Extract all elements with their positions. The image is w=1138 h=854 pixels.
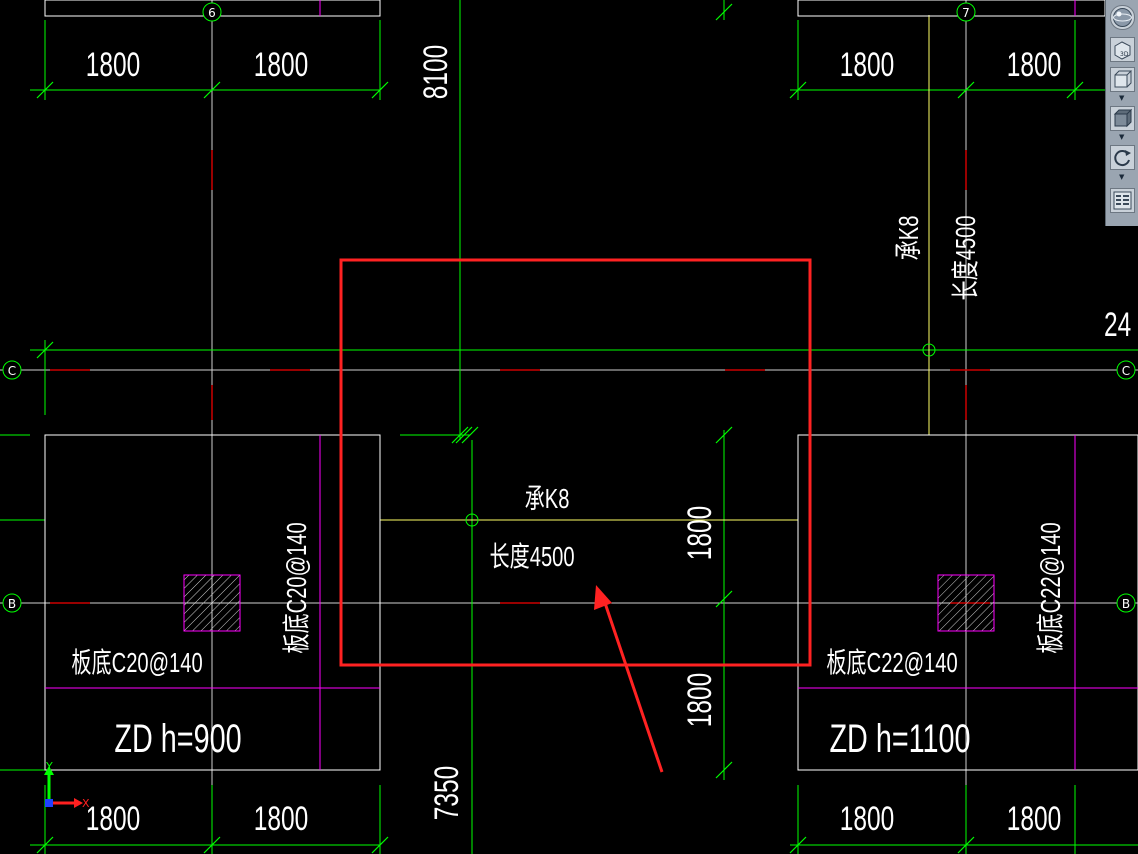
solid-box-icon[interactable] xyxy=(1110,106,1135,131)
dim-text: 1800 xyxy=(1007,800,1061,838)
view-toolbar: 3D ▼ ▼ ▼ xyxy=(1105,0,1138,226)
dim-text-1800-upper: 1800 xyxy=(681,506,719,560)
left-rebar-vertical: 板底C20@140 xyxy=(282,522,313,653)
dim-text: 1800 xyxy=(86,800,140,838)
rotate-icon[interactable] xyxy=(1110,145,1135,170)
dim-text-7350: 7350 xyxy=(428,766,466,820)
orbit-globe-icon[interactable] xyxy=(1110,5,1135,30)
ucs-icon: Y X xyxy=(44,760,90,810)
chevron-down-icon[interactable]: ▼ xyxy=(1119,173,1125,181)
axis-label-c-right: C xyxy=(1122,364,1130,378)
column-left[interactable] xyxy=(183,574,241,632)
axis-center-marks xyxy=(50,150,990,604)
beam-length-right: 长度4500 xyxy=(951,215,982,300)
dim-text-1800-lower: 1800 xyxy=(681,673,719,727)
dimension-ticks xyxy=(36,3,1084,854)
ucs-x-label: X xyxy=(82,797,90,810)
right-rebar-horizontal: 板底C22@140 xyxy=(826,648,957,679)
left-rebar-horizontal: 板底C20@140 xyxy=(71,648,202,679)
beam-name-right: 承K8 xyxy=(894,216,925,261)
dim-text: 1800 xyxy=(254,46,308,84)
ucs-y-label: Y xyxy=(45,760,53,773)
beam-lines xyxy=(380,15,936,527)
edge-text: 24 xyxy=(1104,306,1131,344)
axis-label-b-left: B xyxy=(8,597,16,611)
bottom-dimensions: 1800 1800 1800 1800 xyxy=(86,800,1061,838)
panel-grid-icon[interactable] xyxy=(1110,188,1135,213)
annotation-arrow xyxy=(594,585,664,773)
foundation-outlines xyxy=(44,0,1138,771)
axis-label-7: 7 xyxy=(962,6,970,20)
axis-label-c-left: C xyxy=(8,364,16,378)
rebar-lines xyxy=(45,0,1138,770)
dim-text: 1800 xyxy=(1007,46,1061,84)
chevron-down-icon[interactable]: ▼ xyxy=(1119,94,1125,102)
view-cube-icon[interactable] xyxy=(1110,67,1135,92)
chevron-down-icon[interactable]: ▼ xyxy=(1119,133,1125,141)
beam-name-center: 承K8 xyxy=(525,484,570,515)
right-rebar-vertical: 板底C22@140 xyxy=(1036,522,1067,653)
highlight-box xyxy=(339,258,812,667)
dim-text: 1800 xyxy=(840,46,894,84)
dim-text: 1800 xyxy=(254,800,308,838)
axis-bubbles xyxy=(2,2,1136,613)
top-dimensions: 1800 1800 1800 1800 xyxy=(86,46,1061,84)
beam-length-center: 长度4500 xyxy=(489,542,574,573)
view-3d-icon[interactable]: 3D xyxy=(1110,37,1135,62)
svg-text:3D: 3D xyxy=(1120,51,1129,58)
column-right[interactable] xyxy=(937,574,995,632)
right-foundation-label: ZD h=1100 xyxy=(829,716,970,761)
left-foundation-label: ZD h=900 xyxy=(114,716,241,761)
dim-text-8100: 8100 xyxy=(417,45,455,99)
dim-text: 1800 xyxy=(86,46,140,84)
axis-label-b-right: B xyxy=(1122,597,1130,611)
axis-label-6: 6 xyxy=(208,6,216,20)
dim-text: 1800 xyxy=(840,800,894,838)
